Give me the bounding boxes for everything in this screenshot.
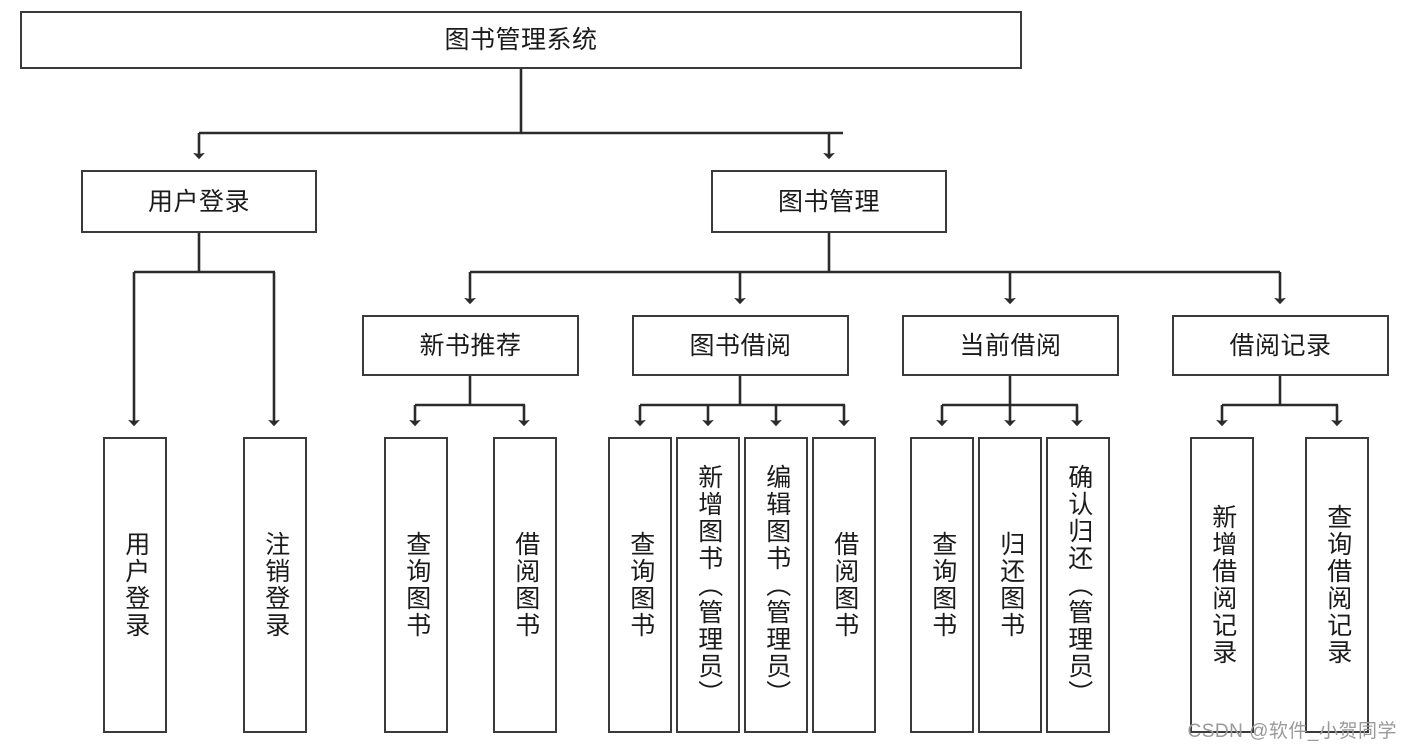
leaf-borrow-book-2[interactable]: 借阅图书 xyxy=(812,437,876,733)
leaf-confirm-return[interactable]: 确认归还（管理员） xyxy=(1046,437,1110,733)
leaf-query-record-label: 查询借阅记录 xyxy=(1323,504,1352,666)
node-root[interactable]: 图书管理系统 xyxy=(20,11,1022,69)
leaf-query-book-3[interactable]: 查询图书 xyxy=(910,437,974,733)
leaf-add-record[interactable]: 新增借阅记录 xyxy=(1190,437,1254,733)
leaf-add-book[interactable]: 新增图书（管理员） xyxy=(676,437,740,733)
leaf-borrow-book-1-label: 借阅图书 xyxy=(511,531,540,639)
leaf-query-record[interactable]: 查询借阅记录 xyxy=(1305,437,1369,733)
leaf-query-book-2-label: 查询图书 xyxy=(626,531,655,639)
leaf-borrow-book-2-label: 借阅图书 xyxy=(830,531,859,639)
node-user-login-label: 用户登录 xyxy=(147,187,250,216)
node-user-login[interactable]: 用户登录 xyxy=(81,170,317,233)
node-book-management-label: 图书管理 xyxy=(777,187,880,216)
leaf-return-book-label: 归还图书 xyxy=(996,531,1025,639)
node-book-management[interactable]: 图书管理 xyxy=(711,170,947,233)
leaf-user-login-label: 用户登录 xyxy=(121,531,150,639)
node-borrow-record-label: 借阅记录 xyxy=(1229,331,1332,360)
leaf-logout[interactable]: 注销登录 xyxy=(243,437,307,733)
node-new-book-recommend-label: 新书推荐 xyxy=(419,331,522,360)
leaf-edit-book-label: 编辑图书（管理员） xyxy=(762,463,791,707)
leaf-confirm-return-label: 确认归还（管理员） xyxy=(1064,463,1093,707)
node-current-borrow[interactable]: 当前借阅 xyxy=(902,315,1119,376)
leaf-query-book-3-label: 查询图书 xyxy=(928,531,957,639)
leaf-logout-label: 注销登录 xyxy=(261,531,290,639)
leaf-add-record-label: 新增借阅记录 xyxy=(1208,504,1237,666)
leaf-query-book-1[interactable]: 查询图书 xyxy=(384,437,448,733)
node-new-book-recommend[interactable]: 新书推荐 xyxy=(362,315,579,376)
leaf-return-book[interactable]: 归还图书 xyxy=(978,437,1042,733)
leaf-query-book-1-label: 查询图书 xyxy=(402,531,431,639)
node-book-borrow[interactable]: 图书借阅 xyxy=(632,315,849,376)
node-borrow-record[interactable]: 借阅记录 xyxy=(1172,315,1389,376)
node-current-borrow-label: 当前借阅 xyxy=(959,331,1062,360)
leaf-user-login[interactable]: 用户登录 xyxy=(103,437,167,733)
node-root-label: 图书管理系统 xyxy=(444,26,598,54)
leaf-query-book-2[interactable]: 查询图书 xyxy=(608,437,672,733)
leaf-add-book-label: 新增图书（管理员） xyxy=(694,463,723,707)
node-book-borrow-label: 图书借阅 xyxy=(689,331,792,360)
leaf-borrow-book-1[interactable]: 借阅图书 xyxy=(493,437,557,733)
leaf-edit-book[interactable]: 编辑图书（管理员） xyxy=(744,437,808,733)
